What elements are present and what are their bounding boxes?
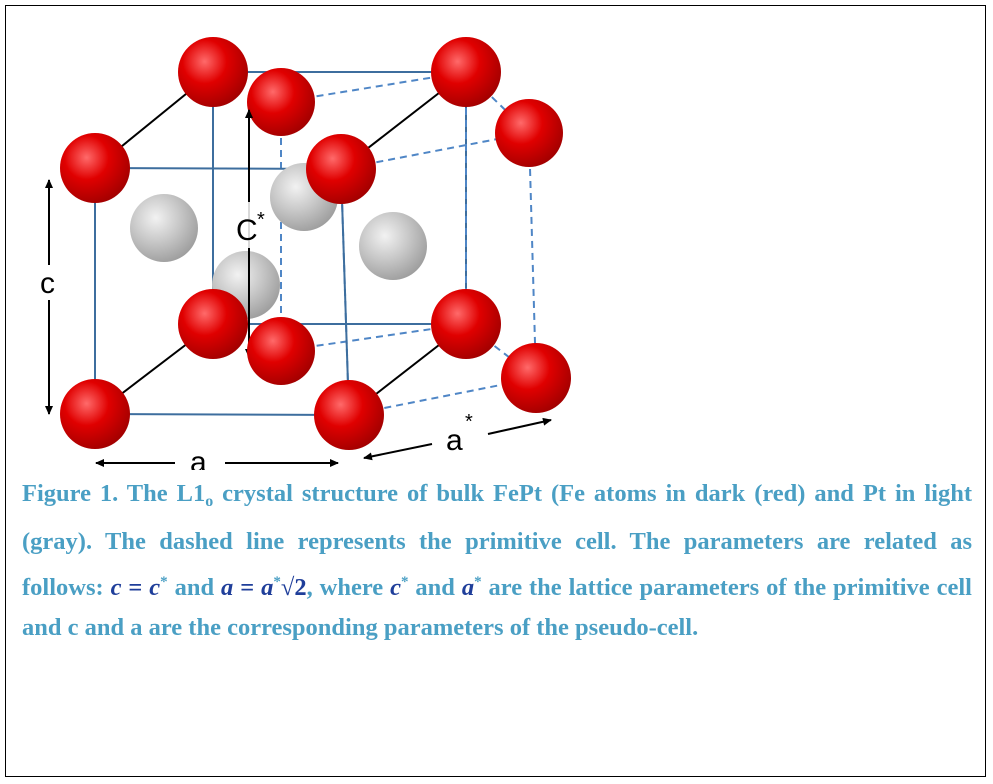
- eq1-rhs-sup: *: [160, 574, 168, 590]
- pt-atom: [359, 212, 427, 280]
- caption-body-2: are the lattice parameters of the primit…: [22, 574, 972, 641]
- c-star-label-sup: *: [257, 209, 265, 231]
- crystal-structure-figure: C * c a a *: [40, 37, 571, 470]
- eq2-sign: =: [233, 574, 262, 601]
- fe-atom: [306, 134, 376, 204]
- caption-where: where: [312, 574, 391, 601]
- figure-frame: [5, 5, 986, 777]
- caption-body-1: crystal structure of bulk FePt (Fe atoms…: [22, 480, 973, 601]
- eq2-rhs-sup: *: [273, 574, 281, 590]
- eq2-sqrt: √2: [280, 574, 307, 601]
- eq2-lhs: a: [221, 574, 234, 601]
- fe-atom: [60, 133, 130, 203]
- fe-atom: [60, 379, 130, 449]
- pt-atom: [130, 194, 198, 262]
- fe-atom: [495, 99, 563, 167]
- caption-subscript: o: [205, 493, 214, 510]
- a-star-label: a: [446, 424, 463, 457]
- a-label: a: [190, 446, 207, 470]
- eq1-lhs: c: [110, 574, 122, 601]
- fe-atom: [501, 343, 571, 413]
- eq2-rhs: a: [261, 574, 274, 601]
- fe-atom: [314, 380, 384, 450]
- caption-and-1: and: [167, 574, 222, 601]
- caption-and-2: and: [408, 574, 462, 601]
- c-label: c: [40, 267, 55, 300]
- a-star-arrow: [363, 417, 552, 461]
- a-star-symbol: a: [461, 574, 475, 601]
- eq1-sign: =: [121, 574, 150, 601]
- eq1-rhs: c: [149, 574, 161, 601]
- a-star-symbol-sup: *: [474, 574, 482, 590]
- fe-atom: [247, 317, 315, 385]
- caption-comma: ,: [306, 574, 313, 601]
- a-star-label-sup: *: [465, 411, 473, 433]
- fe-atom: [178, 289, 248, 359]
- fe-atom: [431, 289, 501, 359]
- c-star-label: C: [236, 214, 258, 247]
- fe-atom: [247, 68, 315, 136]
- figure-caption: Figure 1. The L1o crystal structure of b…: [22, 474, 972, 648]
- caption-prefix: Figure 1. The L1: [22, 480, 206, 507]
- fe-atom: [431, 37, 501, 107]
- fe-atom: [178, 37, 248, 107]
- c-star-symbol-sup: *: [400, 574, 409, 590]
- c-star-symbol: c: [390, 574, 401, 601]
